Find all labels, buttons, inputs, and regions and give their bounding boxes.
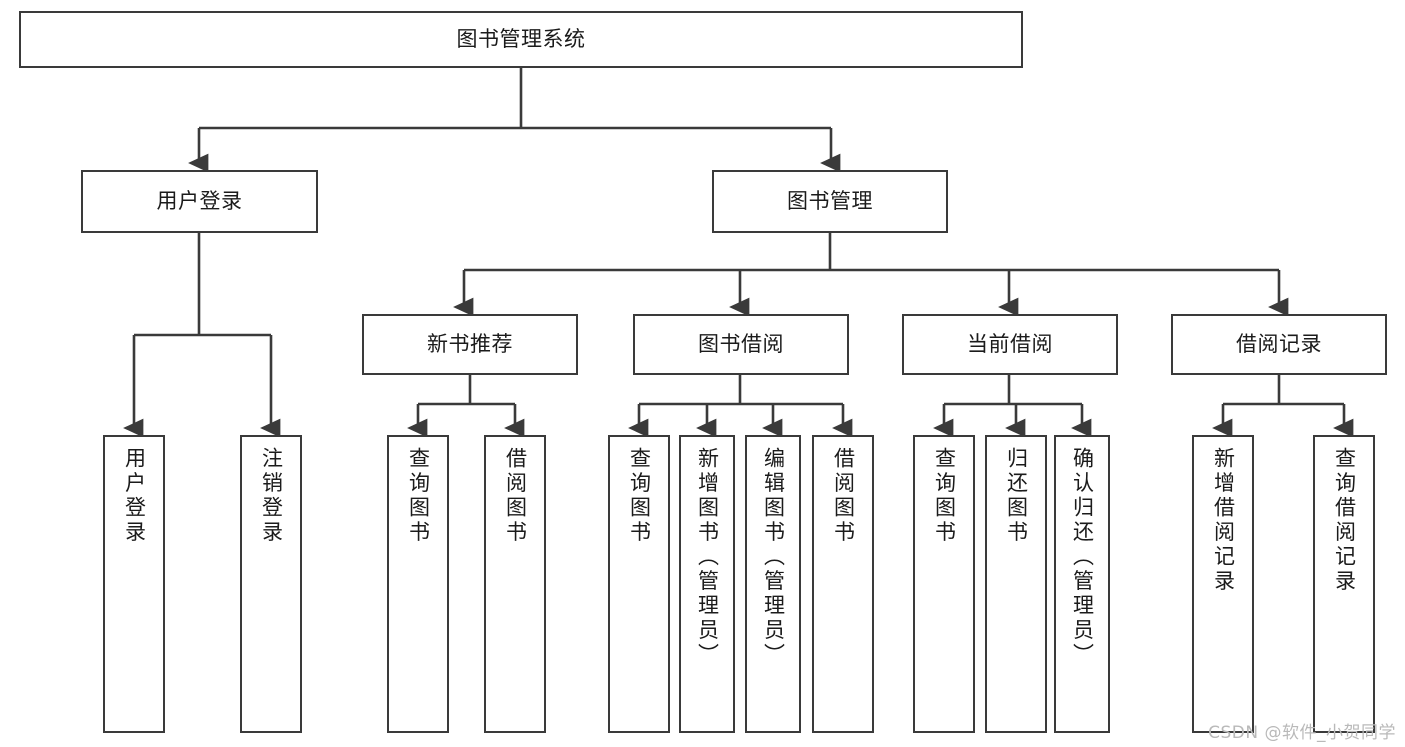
node-leaf-user-logout[interactable]: 注销登录 xyxy=(240,435,302,733)
node-current-borrow[interactable]: 当前借阅 xyxy=(902,314,1118,375)
node-leaf-query-borrow-record[interactable]: 查询借阅记录 xyxy=(1313,435,1375,733)
node-leaf-return-book-label: 归还图书 xyxy=(1004,447,1029,545)
node-leaf-add-borrow-record-label: 新增借阅记录 xyxy=(1211,447,1236,594)
node-book-management-label: 图书管理 xyxy=(787,189,873,214)
node-leaf-query-book-recommend[interactable]: 查询图书 xyxy=(387,435,449,733)
node-leaf-return-book[interactable]: 归还图书 xyxy=(985,435,1047,733)
node-book-borrow[interactable]: 图书借阅 xyxy=(633,314,849,375)
node-user-login[interactable]: 用户登录 xyxy=(81,170,318,233)
node-leaf-query-book-borrow-label: 查询图书 xyxy=(627,447,652,545)
node-leaf-edit-book-label: 编辑图书（管理员） xyxy=(761,447,786,668)
node-leaf-borrow-book-label: 借阅图书 xyxy=(831,447,856,545)
node-book-borrow-label: 图书借阅 xyxy=(698,332,784,357)
node-borrow-record[interactable]: 借阅记录 xyxy=(1171,314,1387,375)
node-leaf-add-borrow-record[interactable]: 新增借阅记录 xyxy=(1192,435,1254,733)
node-root[interactable]: 图书管理系统 xyxy=(19,11,1023,68)
node-leaf-borrow-book[interactable]: 借阅图书 xyxy=(812,435,874,733)
node-new-book-recommend-label: 新书推荐 xyxy=(427,332,513,357)
node-leaf-query-book-current-label: 查询图书 xyxy=(932,447,957,545)
node-leaf-confirm-return[interactable]: 确认归还（管理员） xyxy=(1054,435,1110,733)
node-leaf-borrow-book-recommend[interactable]: 借阅图书 xyxy=(484,435,546,733)
node-leaf-user-logout-label: 注销登录 xyxy=(259,447,284,545)
node-user-login-label: 用户登录 xyxy=(156,189,243,214)
node-current-borrow-label: 当前借阅 xyxy=(967,332,1053,357)
node-leaf-user-login-label: 用户登录 xyxy=(122,447,147,545)
node-book-management[interactable]: 图书管理 xyxy=(712,170,948,233)
csdn-watermark: CSDN @软件_小贺同学 xyxy=(1208,723,1396,743)
node-leaf-query-book-recommend-label: 查询图书 xyxy=(406,447,431,545)
node-leaf-add-book-label: 新增图书（管理员） xyxy=(695,447,720,668)
node-leaf-query-book-borrow[interactable]: 查询图书 xyxy=(608,435,670,733)
node-new-book-recommend[interactable]: 新书推荐 xyxy=(362,314,578,375)
node-leaf-confirm-return-label: 确认归还（管理员） xyxy=(1070,447,1095,668)
node-leaf-edit-book[interactable]: 编辑图书（管理员） xyxy=(745,435,801,733)
node-leaf-query-borrow-record-label: 查询借阅记录 xyxy=(1332,447,1357,594)
node-leaf-add-book[interactable]: 新增图书（管理员） xyxy=(679,435,735,733)
node-borrow-record-label: 借阅记录 xyxy=(1236,332,1322,357)
node-leaf-borrow-book-recommend-label: 借阅图书 xyxy=(503,447,528,545)
node-root-label: 图书管理系统 xyxy=(456,27,586,52)
node-leaf-user-login[interactable]: 用户登录 xyxy=(103,435,165,733)
node-leaf-query-book-current[interactable]: 查询图书 xyxy=(913,435,975,733)
